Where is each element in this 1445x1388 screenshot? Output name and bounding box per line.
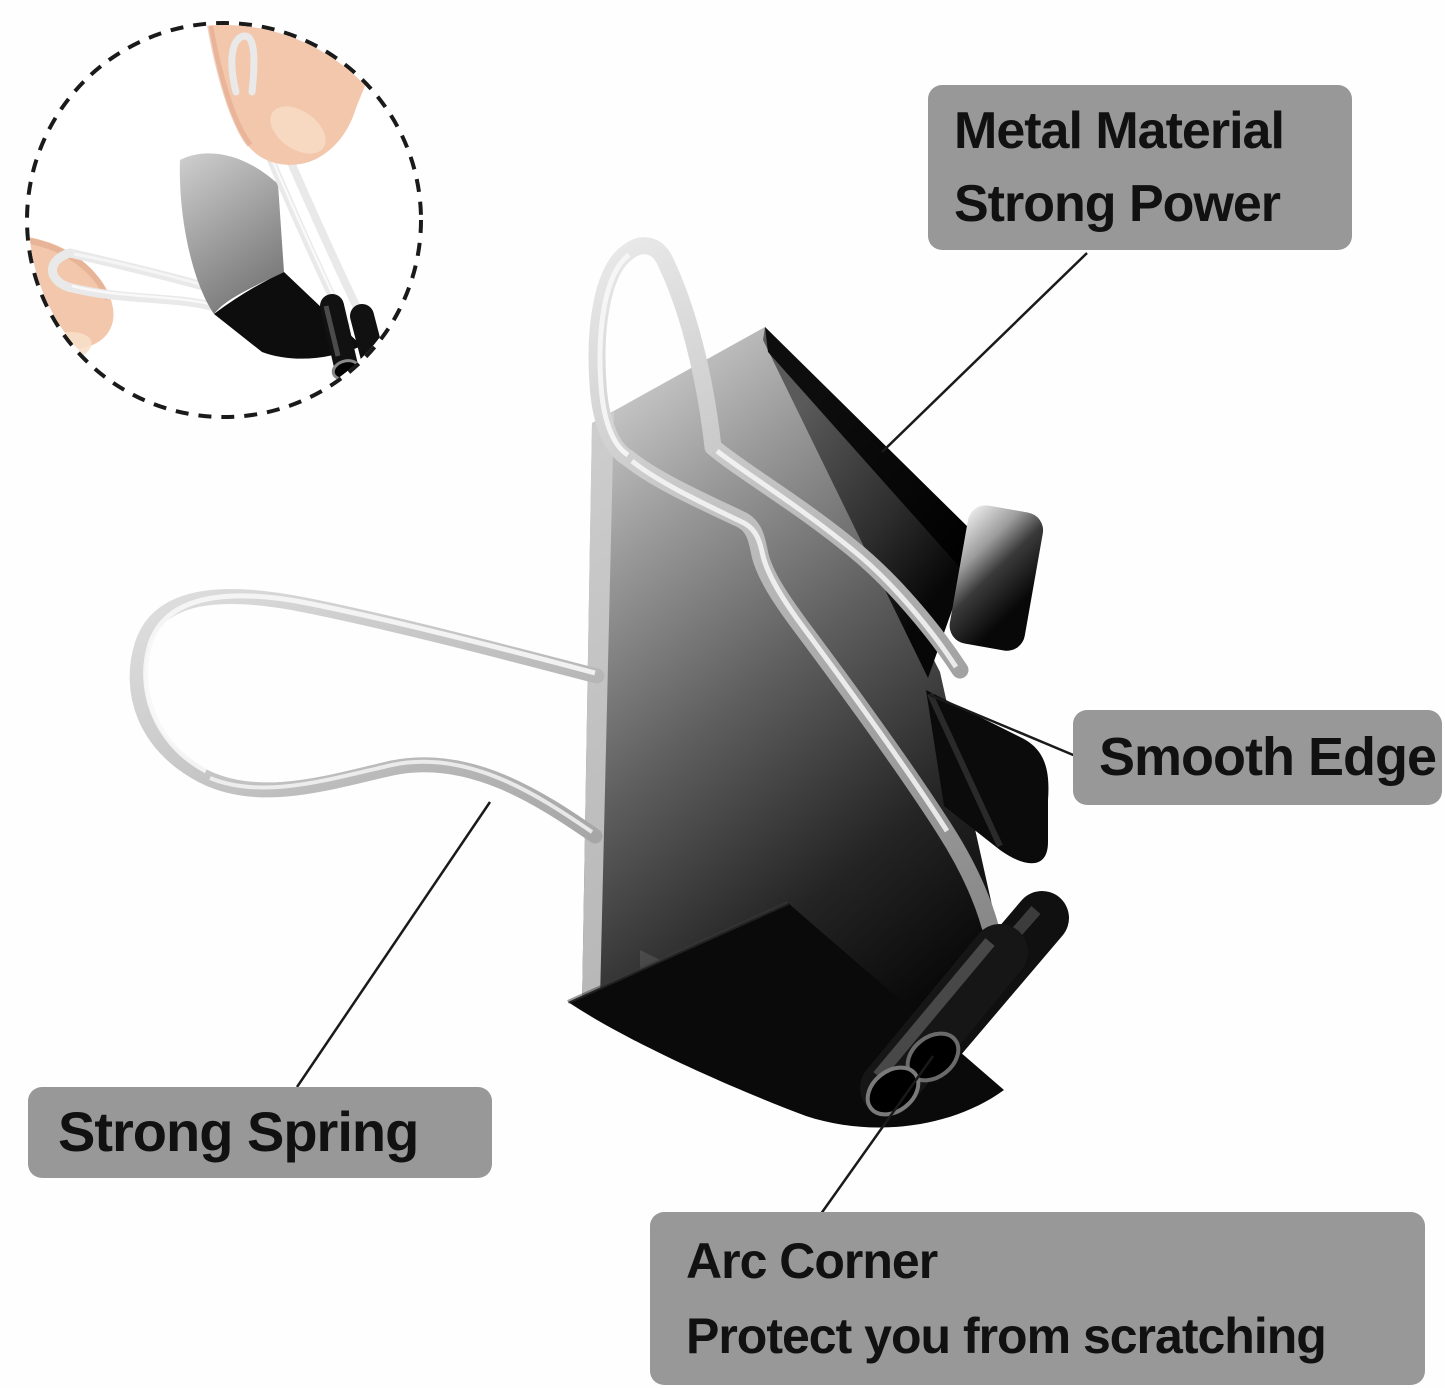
clip-left-handle bbox=[129, 588, 605, 844]
label-metal-material-line2: Strong Power bbox=[954, 174, 1281, 233]
label-metal-material-line1: Metal Material bbox=[954, 101, 1285, 160]
label-smooth-edge-text: Smooth Edge bbox=[1099, 727, 1437, 788]
clip-back-jaw bbox=[763, 327, 978, 678]
leader-line-arc-corner bbox=[816, 1055, 935, 1219]
clip-left-edge-highlight bbox=[582, 412, 614, 1006]
clip-front-face bbox=[582, 327, 1012, 1108]
pinch-demo-inset bbox=[25, 21, 423, 419]
clip-lower-tab-highlight bbox=[927, 692, 1003, 848]
inset-handle-loop-tip bbox=[228, 32, 258, 96]
clip-mouth-edge bbox=[567, 901, 789, 1004]
inset-clip-shadow-side bbox=[214, 272, 362, 359]
label-arc-corner-line2: Protect you from scratching bbox=[686, 1307, 1327, 1364]
clip-right-tab bbox=[949, 505, 1044, 651]
binder-clip-illustration bbox=[129, 237, 1069, 1128]
label-metal-material: Metal Material Strong Power bbox=[928, 85, 1352, 250]
label-strong-spring-text: Strong Spring bbox=[58, 1100, 419, 1164]
label-smooth-edge: Smooth Edge bbox=[1073, 710, 1442, 805]
leader-line-metal-material bbox=[881, 252, 1088, 453]
leader-line-strong-spring bbox=[295, 801, 492, 1088]
label-arc-corner: Arc Corner Protect you from scratching bbox=[650, 1212, 1425, 1385]
inset-clip-body bbox=[179, 153, 284, 314]
label-arc-corner-line1: Arc Corner bbox=[686, 1232, 938, 1289]
leader-line-smooth-edge bbox=[929, 693, 1079, 759]
clip-top-handle bbox=[588, 237, 999, 935]
clip-lower-tab-mass bbox=[926, 690, 1049, 864]
clip-back-jaw-edge bbox=[765, 327, 978, 572]
clip-arc-corner-tubes bbox=[860, 891, 1069, 1117]
label-strong-spring: Strong Spring bbox=[28, 1087, 492, 1178]
inset-left-handle-wire bbox=[48, 248, 220, 312]
